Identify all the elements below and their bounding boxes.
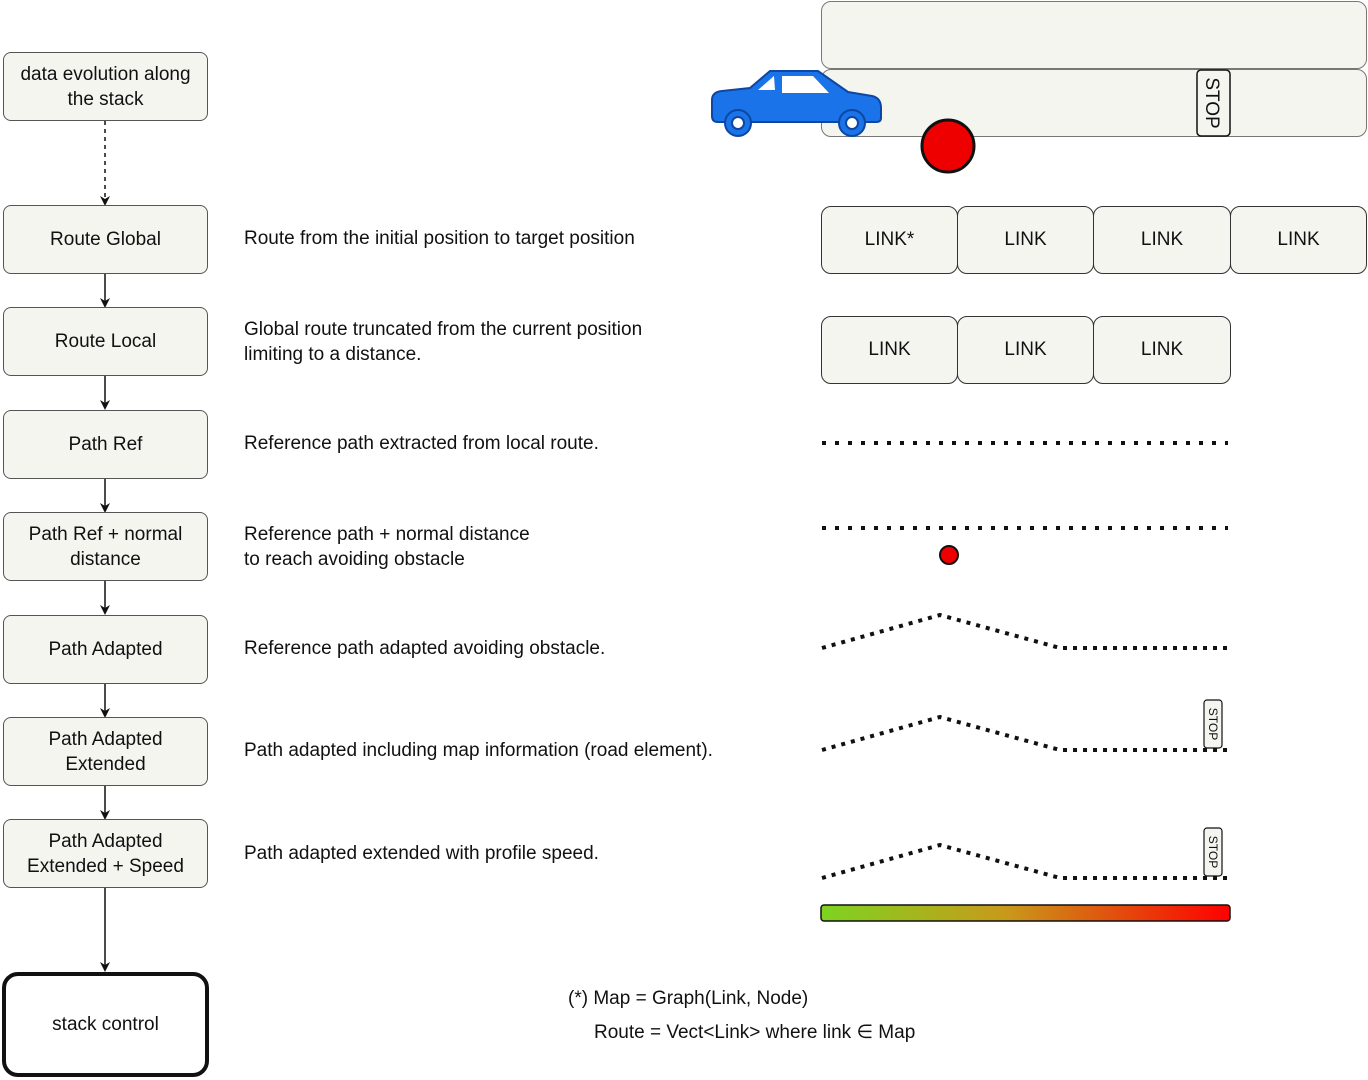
link-label: LINK <box>1140 339 1184 360</box>
stack-control-label: stack control <box>52 1014 159 1035</box>
route-local-label: Route Local <box>54 331 157 352</box>
path-adapted-speed-box: Path Adapted Extended + Speed <box>3 819 208 888</box>
stop-sign-large-text: STOP <box>1201 77 1222 128</box>
desc-path-ref-normal: Reference path + normal distance to reac… <box>244 524 530 570</box>
link-label: LINK <box>1004 339 1047 360</box>
link-label: LINK <box>1004 229 1047 250</box>
speed-profile-bar <box>820 904 1231 922</box>
stack-start-box: data evolution along the stack <box>3 52 208 121</box>
stack-start-label: data evolution along the stack <box>20 63 191 110</box>
desc-route-global: Route from the initial position to targe… <box>244 228 635 249</box>
path-adapted-extended-line <box>821 714 1228 752</box>
path-adapted-box: Path Adapted <box>3 615 208 684</box>
link-label: LINK <box>1140 229 1184 250</box>
stack-control-box: stack control <box>2 972 209 1077</box>
stop-sign-small-2-text: STOP <box>1206 836 1220 868</box>
route-global-link-4: LINK <box>1230 206 1367 274</box>
path-ref-box: Path Ref <box>3 410 208 479</box>
footnote-line-1: (*) Map = Graph(Link, Node) <box>568 988 809 1009</box>
route-local-link-1: LINK <box>821 316 958 384</box>
path-adapted-extended-box: Path Adapted Extended <box>3 717 208 786</box>
stop-sign-small-1-text: STOP <box>1206 708 1220 740</box>
path-adapted-extended-label: Path Adapted Extended <box>48 728 163 775</box>
link-label: LINK <box>1277 229 1320 250</box>
desc-path-ref: Reference path extracted from local rout… <box>244 433 599 454</box>
road-lane-lower <box>821 69 1367 137</box>
link-label: LINK <box>868 339 911 360</box>
obstacle-small <box>939 545 959 565</box>
route-local-box: Route Local <box>3 307 208 376</box>
desc-route-local: Global route truncated from the current … <box>244 319 643 365</box>
path-ref-normal-label: Path Ref + normal distance <box>28 523 183 570</box>
road-lane-upper <box>821 1 1367 69</box>
stop-sign-large: STOP <box>1196 69 1231 137</box>
path-adapted-speed-line <box>821 842 1228 880</box>
route-global-link-3: LINK <box>1093 206 1231 274</box>
path-adapted-line <box>821 612 1228 650</box>
path-adapted-speed-label: Path Adapted Extended + Speed <box>27 830 184 877</box>
footnote-line-2: Route = Vect<Link> where link ∈ Map <box>594 1022 916 1043</box>
stop-sign-small-1: STOP <box>1203 699 1223 749</box>
route-global-link-1: LINK* <box>821 206 958 274</box>
desc-path-adapted: Reference path adapted avoiding obstacle… <box>244 638 606 659</box>
link-label: LINK* <box>864 229 915 250</box>
path-adapted-label: Path Adapted <box>48 639 163 660</box>
route-global-link-2: LINK <box>957 206 1094 274</box>
desc-path-adapted-speed: Path adapted extended with profile speed… <box>244 843 599 864</box>
car-icon <box>711 70 882 137</box>
route-global-label: Route Global <box>50 229 161 250</box>
obstacle-large <box>920 118 976 174</box>
path-ref-normal-box: Path Ref + normal distance <box>3 512 208 581</box>
route-local-link-3: LINK <box>1093 316 1231 384</box>
desc-path-adapted-extended: Path adapted including map information (… <box>244 740 713 761</box>
route-global-box: Route Global <box>3 205 208 274</box>
path-ref-label: Path Ref <box>68 434 143 455</box>
stop-sign-small-2: STOP <box>1203 827 1223 877</box>
